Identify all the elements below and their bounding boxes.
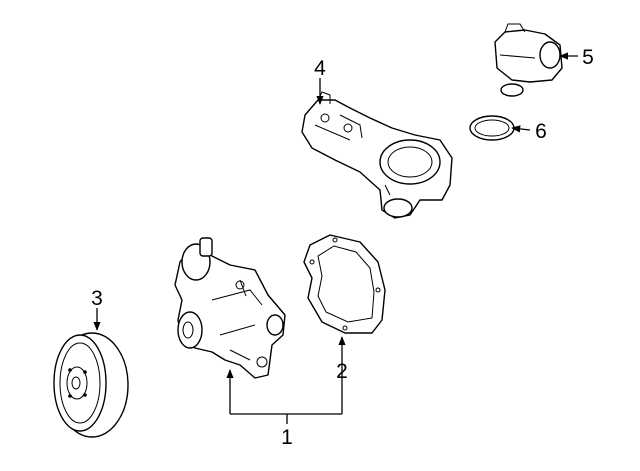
callout-2[interactable]: 2 (336, 360, 348, 383)
thermostat-housing[interactable] (301, 91, 453, 219)
callout-4[interactable]: 4 (314, 57, 326, 80)
leader-lines (93, 52, 578, 424)
thermostat[interactable] (494, 23, 563, 97)
callout-6[interactable]: 6 (535, 120, 547, 143)
o-ring[interactable] (469, 115, 515, 141)
pulley[interactable] (53, 332, 129, 438)
gasket[interactable] (303, 234, 386, 334)
callout-5[interactable]: 5 (582, 46, 594, 69)
callout-3[interactable]: 3 (91, 287, 103, 310)
water-pump[interactable] (174, 237, 286, 379)
callout-1[interactable]: 1 (281, 426, 293, 449)
